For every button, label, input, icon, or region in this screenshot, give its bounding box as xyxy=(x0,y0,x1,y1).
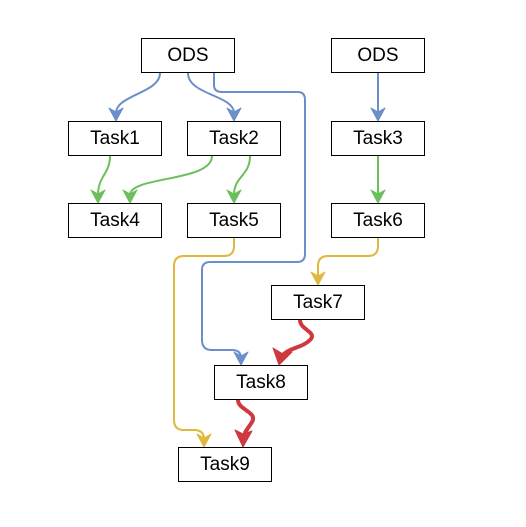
node-label: Task2 xyxy=(209,127,259,149)
edge-ods-task1 xyxy=(115,72,161,114)
node-ods-left: ODS xyxy=(141,38,235,73)
edge-task2-task4 xyxy=(129,155,213,196)
edge-ods-task2 xyxy=(187,72,235,114)
node-label: Task5 xyxy=(209,209,259,231)
arrowhead-task6-task7 xyxy=(310,271,326,286)
node-task3: Task3 xyxy=(331,121,425,156)
arrowhead-ods-task8 xyxy=(233,351,249,366)
edge-task1-task4 xyxy=(97,155,111,196)
edge-task6-task7 xyxy=(317,238,379,277)
node-task5: Task5 xyxy=(187,203,281,238)
node-label: Task1 xyxy=(90,127,140,149)
edge-task5-task9 xyxy=(173,238,235,440)
arrowhead-task1-task4 xyxy=(90,189,106,204)
arrowhead-task7-task8 xyxy=(272,347,293,366)
node-label: Task8 xyxy=(236,371,286,393)
arrowhead-task2-task4 xyxy=(122,189,138,204)
edge-task2-task5 xyxy=(233,155,251,196)
node-label: Task7 xyxy=(293,291,343,313)
node-task8: Task8 xyxy=(214,365,308,400)
node-label: Task3 xyxy=(353,127,403,149)
node-task6: Task6 xyxy=(331,203,425,238)
node-task2: Task2 xyxy=(187,121,281,156)
node-label: Task4 xyxy=(90,209,140,231)
node-label: Task9 xyxy=(200,453,250,475)
node-task9: Task9 xyxy=(178,447,272,482)
node-task1: Task1 xyxy=(68,121,162,156)
edge-ods-task8 xyxy=(201,73,306,359)
node-task4: Task4 xyxy=(68,203,162,238)
arrowhead-ods-task1 xyxy=(108,107,124,122)
edge-task7-task8 xyxy=(280,319,314,358)
node-ods-right: ODS xyxy=(331,38,425,73)
node-label: ODS xyxy=(357,44,399,66)
arrowhead-task3-task6 xyxy=(370,189,386,204)
arrowhead-ods2-task3 xyxy=(370,107,386,122)
arrowhead-task5-task9 xyxy=(196,433,212,448)
node-label: ODS xyxy=(167,44,209,66)
arrowhead-task2-task5 xyxy=(226,189,242,204)
arrowhead-ods-task2 xyxy=(226,107,242,122)
node-task7: Task7 xyxy=(271,285,365,320)
arrowhead-task8-task9 xyxy=(234,429,253,448)
node-label: Task6 xyxy=(353,209,403,231)
